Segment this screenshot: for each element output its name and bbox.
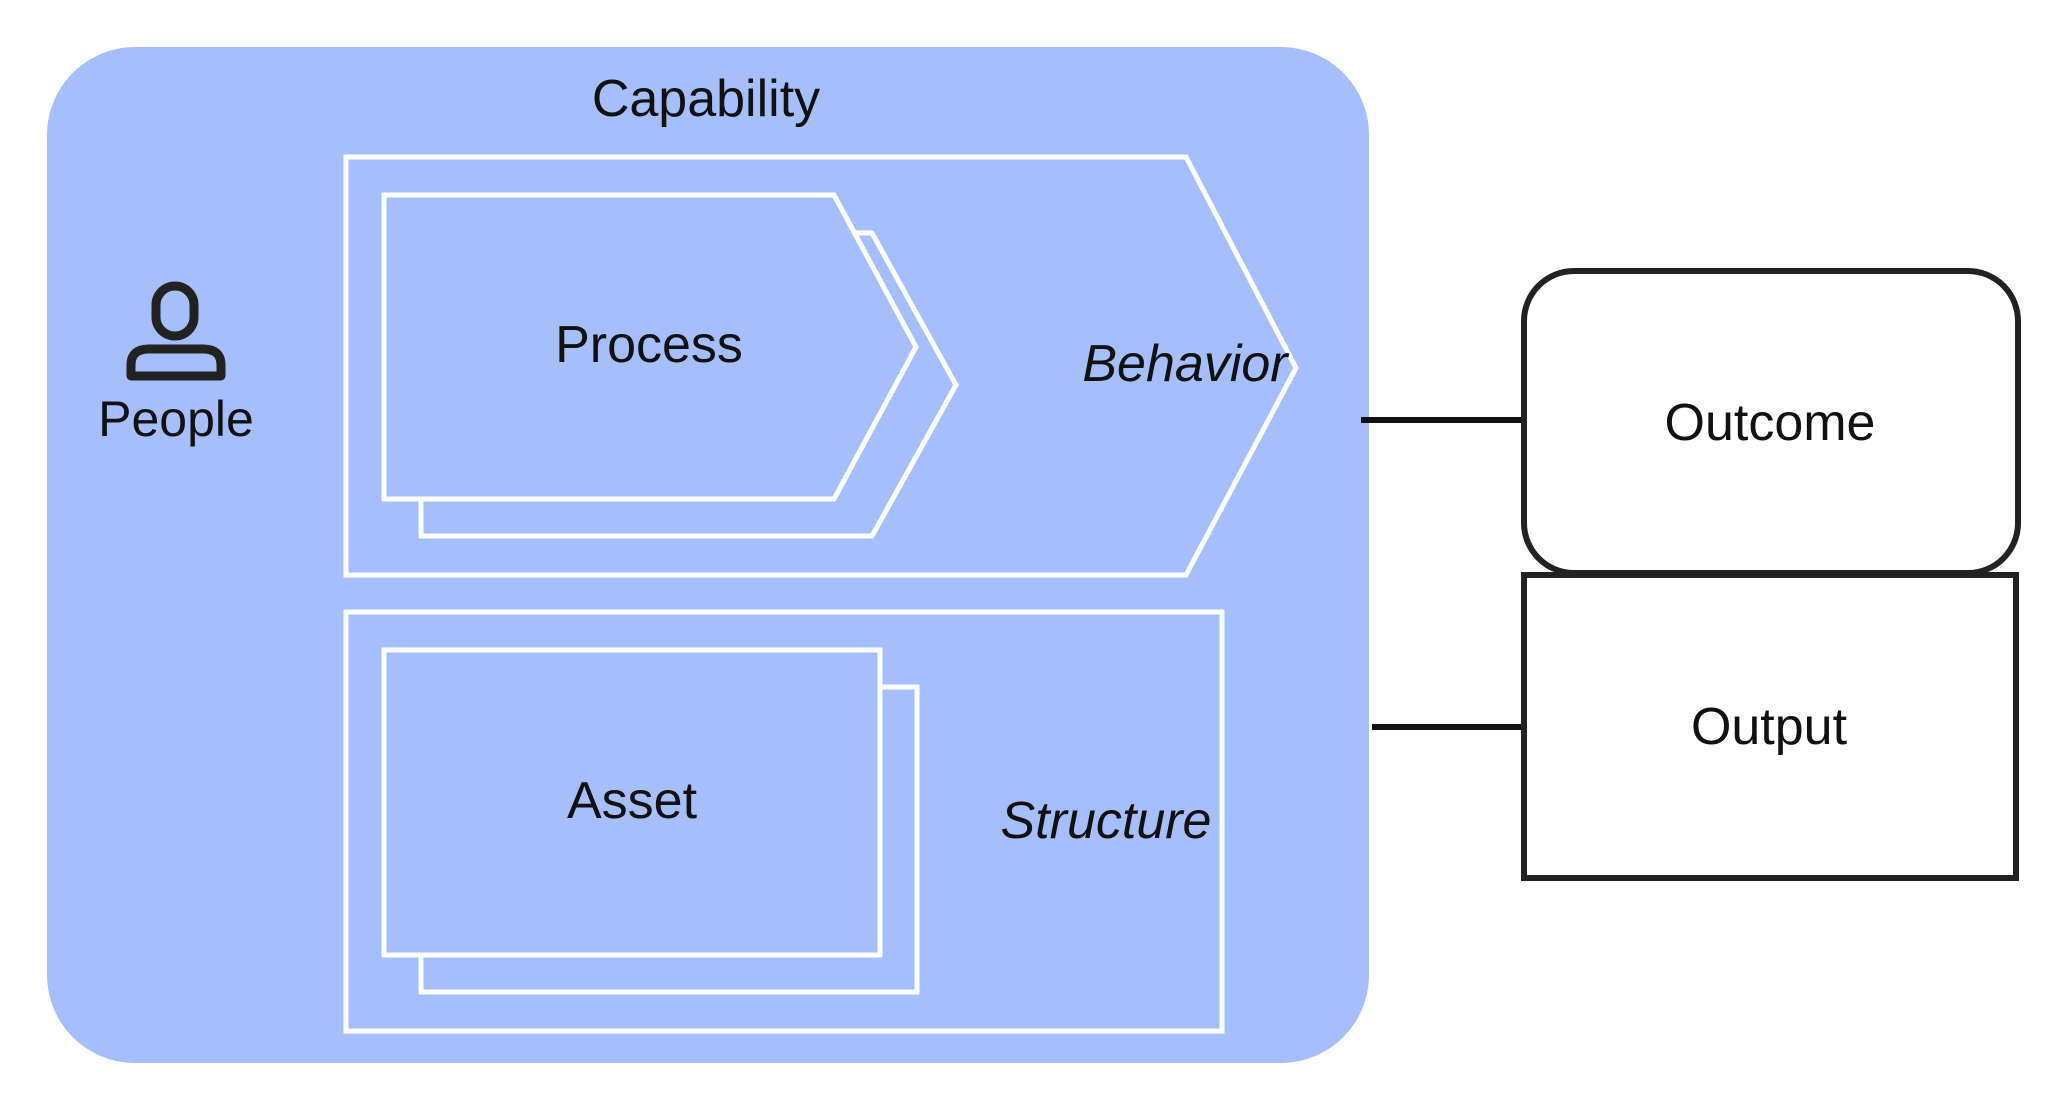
- output-label: Output: [1691, 698, 1848, 756]
- people-group: People: [98, 281, 254, 447]
- capability-background: [47, 47, 1369, 1063]
- behavior-shape: [343, 154, 1299, 578]
- behavior-group: Process Behavior: [343, 154, 1299, 578]
- output-group: Output: [1521, 572, 2019, 881]
- behavior-label: Behavior: [1082, 335, 1290, 393]
- outcome-label: Outcome: [1665, 394, 1876, 452]
- capability-title: Capability: [592, 70, 820, 128]
- outcome-group: Outcome: [1521, 268, 2021, 576]
- output-box: [1521, 572, 2019, 881]
- structure-group: Asset Structure: [343, 609, 1225, 1034]
- capability-container: Capability: [47, 47, 1369, 1063]
- asset-label: Asset: [567, 772, 698, 830]
- people-label: People: [98, 391, 254, 447]
- asset-stack: Asset: [381, 647, 920, 995]
- structure-shape: [343, 609, 1225, 1034]
- process-front-shape: [381, 192, 919, 502]
- process-label: Process: [555, 316, 743, 374]
- person-icon: [126, 281, 226, 381]
- structure-label: Structure: [1001, 792, 1212, 850]
- asset-front-shape: [381, 647, 883, 958]
- process-stack: Process: [381, 192, 959, 539]
